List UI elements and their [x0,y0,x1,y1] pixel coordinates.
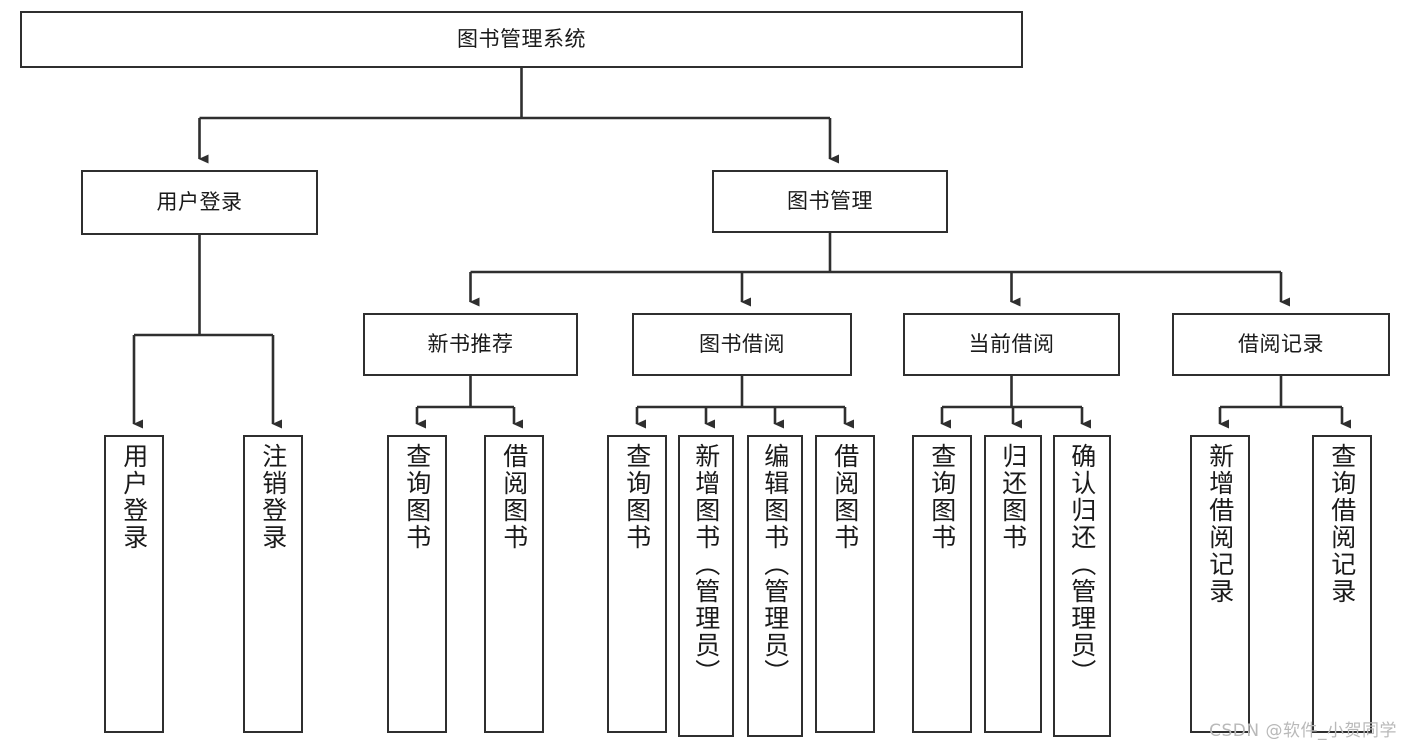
node-label: 用户登录 [119,443,149,551]
node-leaf-add-book: 新增图书（管理员） [678,435,734,737]
node-label: 图书管理 [787,188,873,213]
node-leaf-add-record: 新增借阅记录 [1190,435,1250,733]
node-label: 新书推荐 [427,331,514,356]
node-borrow-record: 借阅记录 [1172,313,1390,376]
node-label: 确认归还（管理员） [1067,443,1097,686]
node-new-book-rec: 新书推荐 [363,313,578,376]
node-label: 编辑图书（管理员） [760,443,790,686]
node-label: 查询图书 [622,443,652,551]
node-leaf-borrow-book-2: 借阅图书 [815,435,875,733]
node-leaf-user-logout: 注销登录 [243,435,303,733]
node-label: 图书借阅 [699,331,785,356]
node-label: 新增借阅记录 [1205,443,1235,605]
node-label: 新增图书（管理员） [691,443,721,686]
node-label: 当前借阅 [968,331,1055,356]
node-label: 归还图书 [998,443,1028,551]
node-label: 查询图书 [402,443,432,551]
node-leaf-query-record: 查询借阅记录 [1312,435,1372,733]
node-leaf-query-book-2: 查询图书 [607,435,667,733]
node-leaf-borrow-book-1: 借阅图书 [484,435,544,733]
node-label: 借阅图书 [499,443,529,551]
node-label: 查询借阅记录 [1327,443,1357,605]
node-leaf-user-login: 用户登录 [104,435,164,733]
watermark: CSDN @软件_小贺同学 [1209,721,1397,741]
node-current-borrow: 当前借阅 [903,313,1120,376]
node-leaf-edit-book: 编辑图书（管理员） [747,435,803,737]
node-leaf-query-book-1: 查询图书 [387,435,447,733]
node-book-mgmt: 图书管理 [712,170,948,233]
node-label: 注销登录 [258,443,288,551]
node-label: 图书管理系统 [457,26,586,51]
node-user-login: 用户登录 [81,170,318,235]
node-label: 借阅图书 [830,443,860,551]
node-label: 用户登录 [156,189,243,214]
node-leaf-query-book-3: 查询图书 [912,435,972,733]
node-leaf-return-book: 归还图书 [984,435,1042,733]
node-root: 图书管理系统 [20,11,1023,68]
node-label: 借阅记录 [1238,331,1324,356]
node-leaf-confirm-return: 确认归还（管理员） [1053,435,1111,737]
node-label: 查询图书 [927,443,957,551]
node-book-borrow: 图书借阅 [632,313,852,376]
